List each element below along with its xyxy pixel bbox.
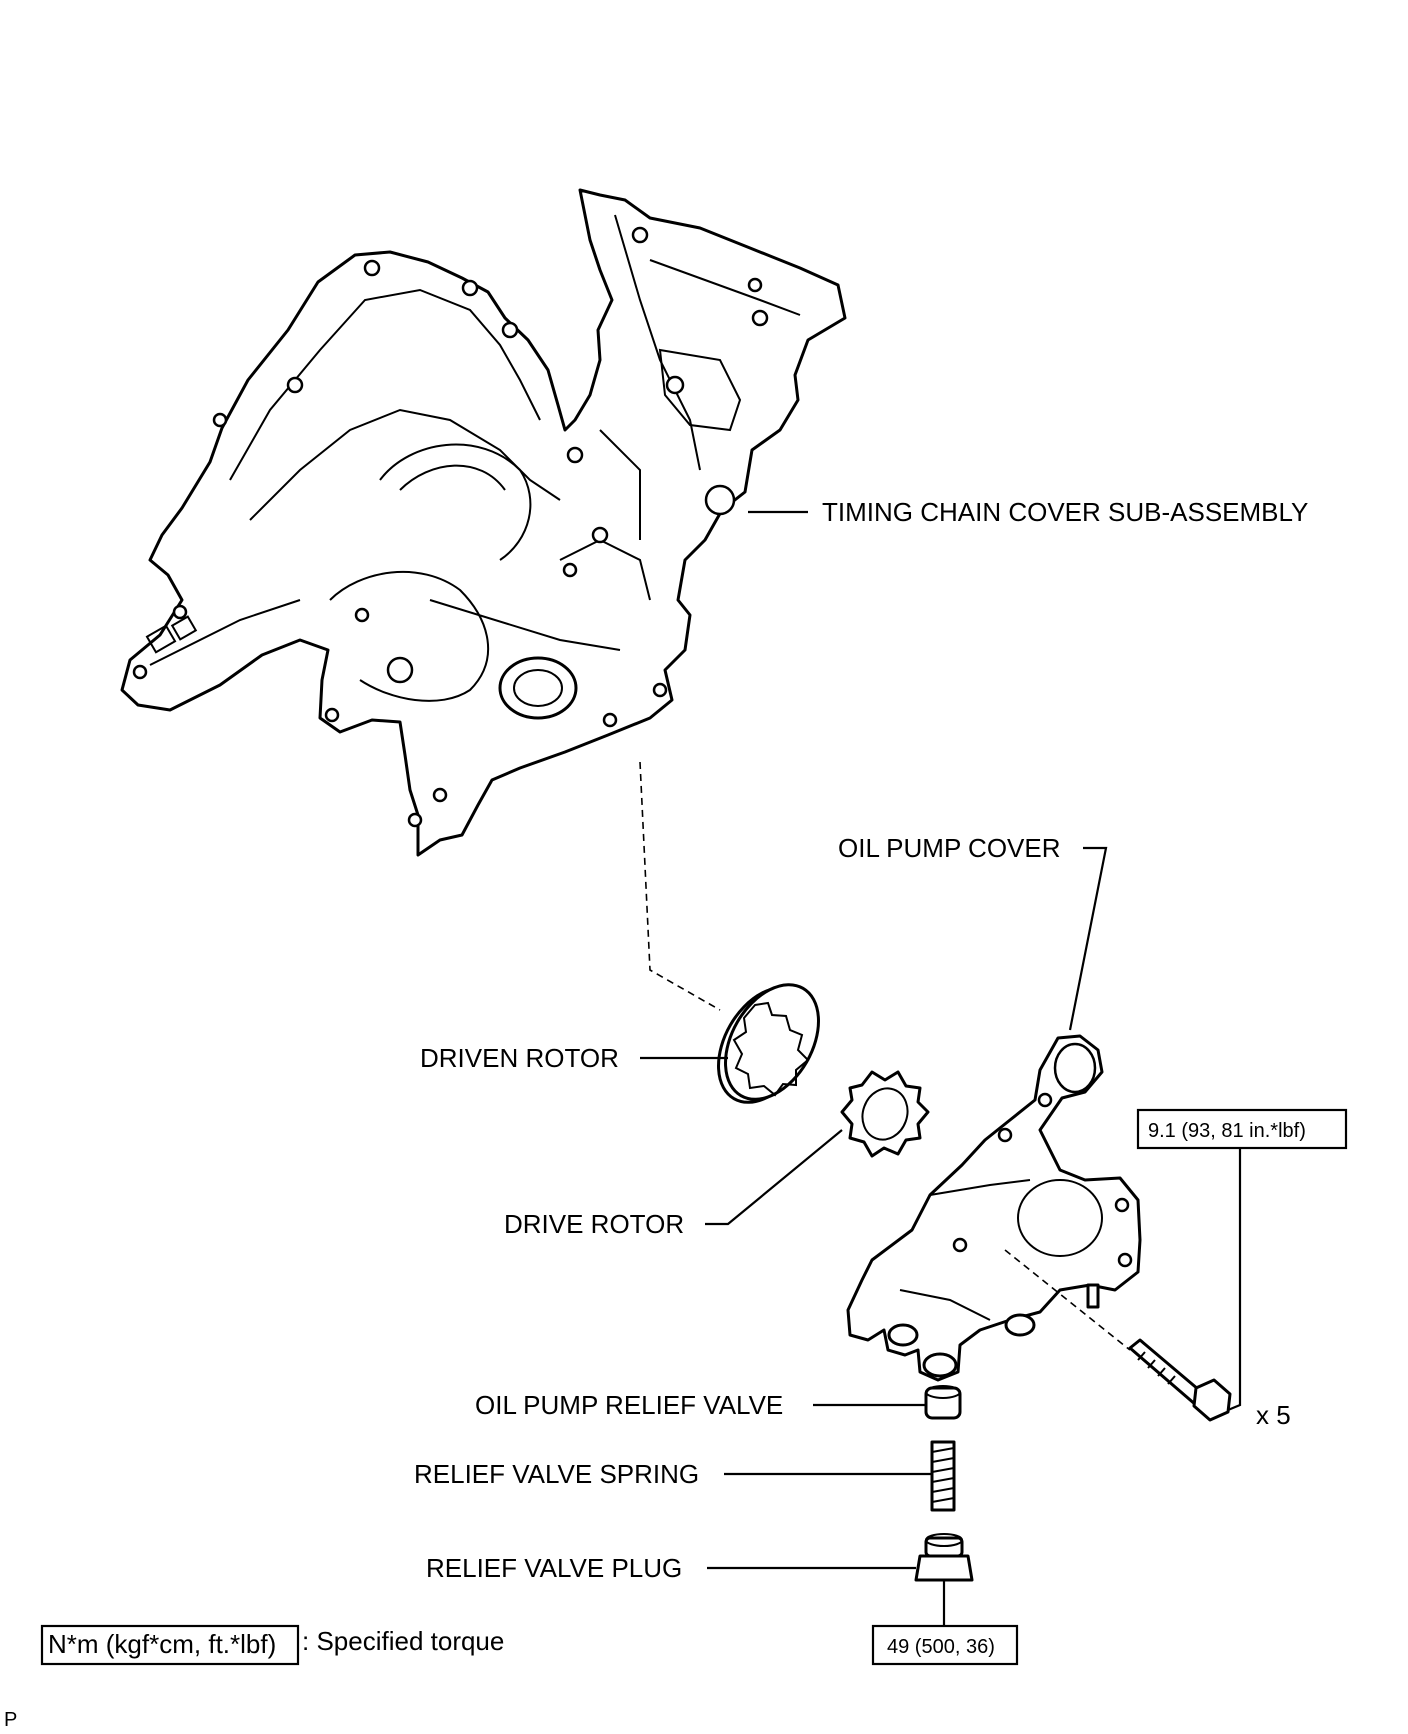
bolt-torque-box (1136, 1108, 1348, 1150)
label-drive-rotor: DRIVE ROTOR (504, 1209, 684, 1239)
legend-description: : Specified torque (302, 1626, 504, 1656)
leader-drive-rotor (705, 1129, 843, 1226)
label-relief-valve-spring: RELIEF VALVE SPRING (414, 1459, 699, 1489)
label-timing-chain-cover: TIMING CHAIN COVER SUB-ASSEMBLY (822, 497, 1308, 527)
alignment-line-rotor (639, 761, 721, 1011)
alignment-line-bolt (1004, 1249, 1131, 1351)
plug-torque-value: 49 (500, 36) (887, 1636, 995, 1658)
drive-rotor-drawing (840, 1070, 930, 1158)
legend-unit: N*m (kgf*cm, ft.*lbf) (48, 1629, 276, 1659)
relief-valve-plug-drawing (914, 1533, 974, 1582)
relief-valve-spring-drawing (930, 1440, 956, 1512)
label-oil-pump-cover: OIL PUMP COVER (838, 833, 1061, 863)
timing-chain-cover-drawing (120, 188, 847, 857)
bolt-quantity: x 5 (1256, 1400, 1291, 1430)
oil-pump-cover-drawing (846, 1034, 1142, 1382)
label-relief-valve-plug: RELIEF VALVE PLUG (426, 1553, 682, 1583)
corner-mark: P (4, 1709, 17, 1731)
bolt-torque-value: 9.1 (93, 81 in.*lbf) (1148, 1120, 1306, 1142)
leader-bolt-torque (1227, 1139, 1242, 1412)
label-oil-pump-relief-valve: OIL PUMP RELIEF VALVE (475, 1390, 783, 1420)
plug-torque-box (871, 1624, 1019, 1666)
relief-valve-drawing (924, 1385, 962, 1420)
label-driven-rotor: DRIVEN ROTOR (420, 1043, 619, 1073)
legend-unit-box (40, 1624, 300, 1666)
leader-oil-pump-cover (1068, 846, 1108, 1031)
pump-bolt-drawing (1128, 1338, 1232, 1422)
driven-rotor-drawing (717, 983, 820, 1104)
